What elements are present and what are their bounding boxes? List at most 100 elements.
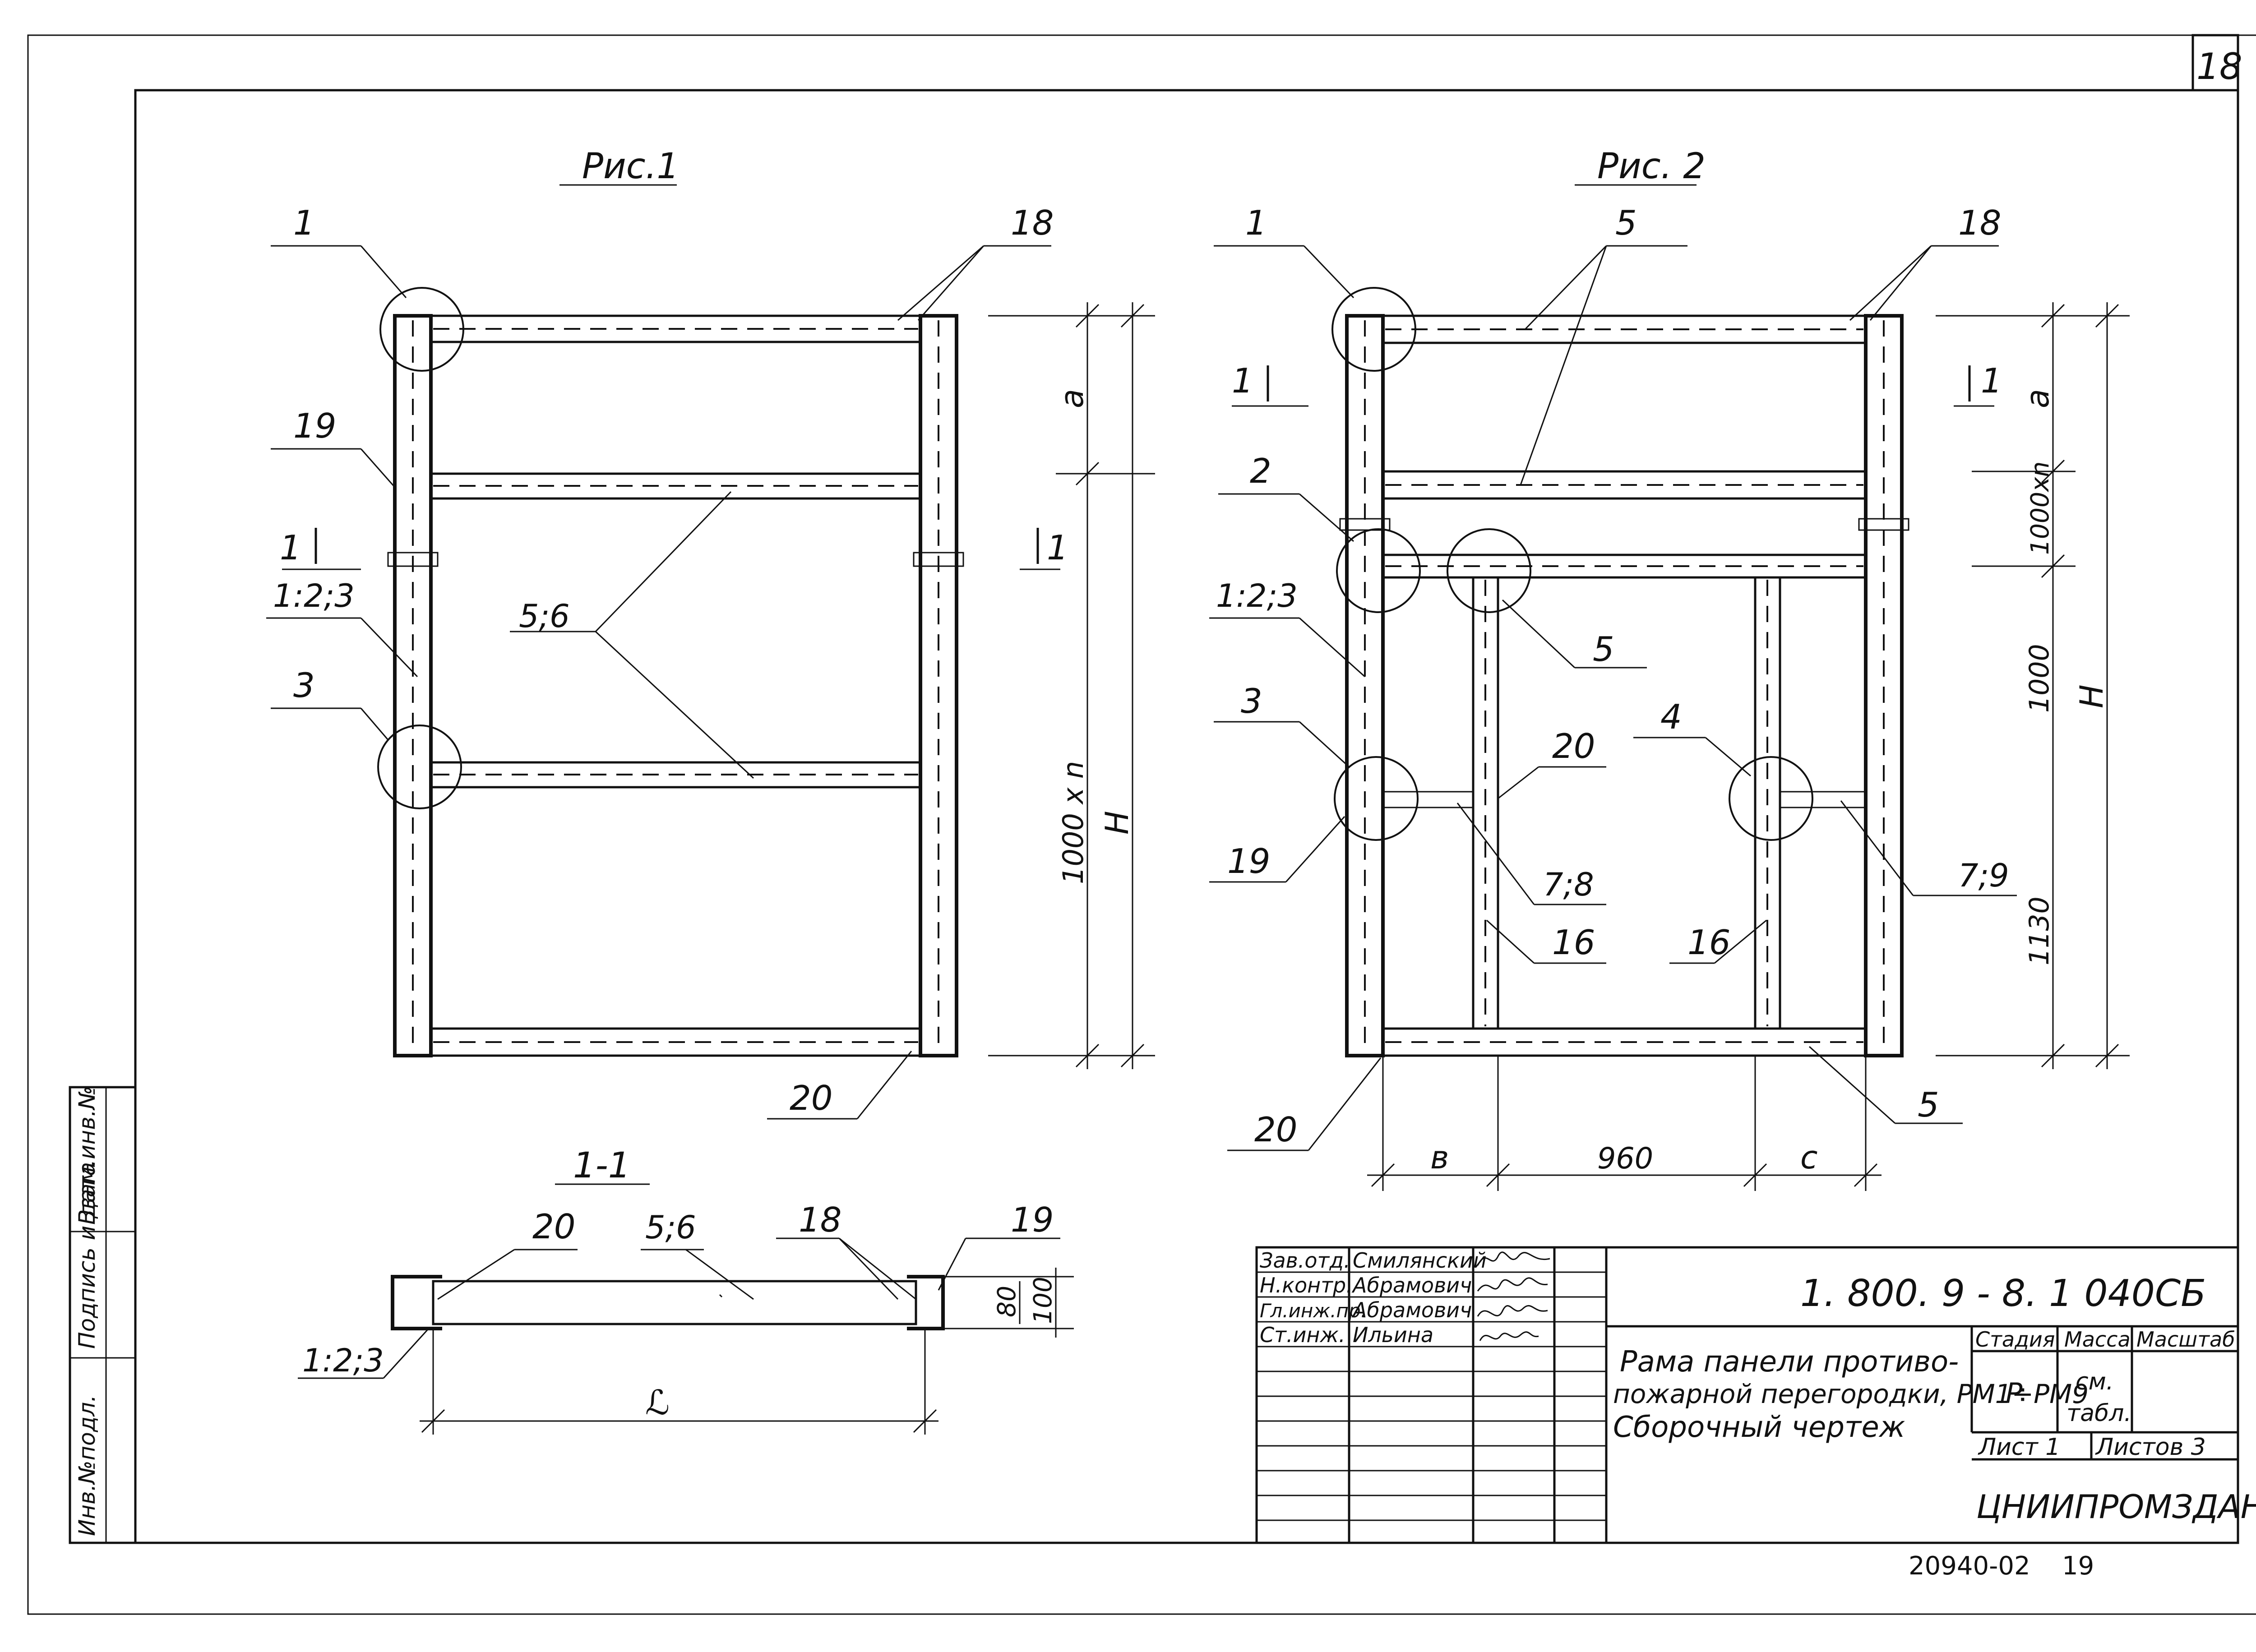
fig2-callout-5-bottom: 5 [1918, 1085, 1939, 1125]
stage-value: Р [2006, 1377, 2023, 1410]
fig1-callout-3: 3 [293, 665, 315, 705]
fig2-dim-a: a [2019, 389, 2056, 408]
section-dim-100: 100 [1028, 1277, 1057, 1324]
mass-line-1: см. [2076, 1368, 2113, 1395]
fig1-callout-20: 20 [790, 1078, 832, 1118]
fig1-title: Рис.1 [582, 146, 679, 187]
signer-role-3: Гл.инж.пр. [1260, 1300, 1367, 1322]
section-left-channel [391, 1275, 442, 1330]
fig2-node-2 [1336, 528, 1421, 613]
fig1-left-post [393, 314, 433, 1057]
fig2-dim-1000: 1000 [2024, 644, 2055, 713]
fig1-callout-18: 18 [1011, 203, 1054, 243]
signer-name-4: Ильина [1353, 1323, 1433, 1347]
fig1-node-1 [379, 287, 464, 372]
fig1-crossbar-3 [430, 761, 922, 789]
fig2-callout-16-right: 16 [1687, 923, 1730, 962]
fig2-callout-5-top: 5 [1615, 203, 1637, 243]
fig1-dim-H: H [1099, 811, 1136, 835]
fig2-crossbar-2 [1382, 470, 1867, 500]
outer-border [27, 34, 2256, 1615]
fig2-callout-16-left: 16 [1552, 923, 1595, 962]
fig2-dim-1130: 1130 [2024, 896, 2055, 965]
bottom-number: 19 [2062, 1551, 2094, 1581]
section-callout-20: 20 [532, 1207, 575, 1246]
fig2-callout-3: 3 [1241, 681, 1262, 721]
side-stamp-replace: Взам.инв.№ [74, 1086, 100, 1225]
signer-name-2: Абрамович [1351, 1273, 1472, 1297]
side-stamp-inv: Инв.№подл. [74, 1395, 100, 1536]
col-header-scale: Масштаб [2136, 1327, 2235, 1352]
fig2-left-post [1345, 314, 1385, 1057]
section-callout-123: 1:2;3 [302, 1342, 384, 1379]
section-callout-56: 5;6 [645, 1209, 696, 1246]
fig1-crossbar-bottom [430, 1027, 922, 1057]
signature-2 [1477, 1277, 1548, 1292]
fig2-callout-78: 7;8 [1543, 866, 1594, 903]
fig2-crossbar-bottom [1382, 1027, 1867, 1057]
fig2-dim-span: 1000xn [2025, 461, 2054, 555]
fig2-section-mark-right: 1 [1981, 361, 2002, 401]
fig1-right-post [919, 314, 958, 1057]
col-header-mass: Масса [2064, 1327, 2131, 1352]
fig1-crossbar-top [430, 314, 922, 343]
figure-2: Рис. 2 1 5 18 1 [1209, 146, 2130, 1191]
section-dim-width: ℒ [645, 1383, 670, 1422]
fig2-node-1 [1331, 287, 1416, 372]
section-1-1: 1-1 20 5;6 18 19 1:2;3 80 100 ℒ [298, 1145, 1074, 1435]
sheet-label: Лист 1 [1978, 1434, 2060, 1461]
side-stamp-signature: Подпись и дата [74, 1162, 100, 1349]
fig2-node-4 [1729, 756, 1813, 841]
inner-frame [134, 89, 2239, 1544]
fig2-dim-H: H [2073, 684, 2110, 708]
fig2-callout-79: 7;9 [1958, 857, 2009, 894]
section-callout-19: 19 [1011, 1200, 1054, 1240]
section-right-channel [907, 1275, 945, 1330]
page-number: 18 [2196, 46, 2242, 88]
fig2-callout-20: 20 [1254, 1110, 1297, 1149]
drawing-name-1: Рама панели противо- [1620, 1345, 1959, 1379]
fig2-callout-18: 18 [1958, 203, 2001, 243]
fig2-crossbar-door-head [1382, 554, 1867, 579]
signer-role-4: Ст.инж. [1260, 1323, 1345, 1347]
fig2-callout-2: 2 [1250, 451, 1271, 491]
title-block: Зав.отд. Смилянский Н.контр. Абрамович Г… [1255, 1246, 2256, 1544]
fig2-dim-b: в [1430, 1139, 1449, 1176]
fig2-crossbar-top [1382, 314, 1867, 344]
signer-name-3: Абрамович [1351, 1298, 1472, 1322]
fig2-callout-19: 19 [1227, 841, 1270, 881]
signature-3 [1477, 1305, 1548, 1317]
col-header-stage: Стадия [1975, 1327, 2055, 1352]
signature-4 [1479, 1331, 1539, 1341]
fig1-section-mark-right: 1 [1047, 528, 1068, 568]
signer-role-1: Зав.отд. [1260, 1248, 1350, 1273]
fig1-section-mark-left: 1 [280, 528, 301, 568]
fig1-callout-19: 19 [293, 406, 336, 446]
side-stamp: Инв.№подл. Подпись и дата Взам.инв.№ [69, 1086, 137, 1544]
fig2-dim-960: 960 [1597, 1142, 1653, 1176]
fig1-crossbar-2 [430, 472, 922, 500]
bottom-code: 20940-02 [1909, 1551, 2030, 1581]
fig2-title: Рис. 2 [1597, 146, 1706, 187]
fig2-dim-c: с [1800, 1139, 1818, 1176]
fig2-callout-4: 4 [1660, 697, 1682, 737]
fig1-dim-span: 1000 x n [1057, 761, 1090, 884]
fig2-short-bar-right [1779, 791, 1867, 808]
signer-name-1: Смилянский [1353, 1248, 1487, 1273]
organization: ЦНИИПРОМЗДАНИЙ [1976, 1488, 2256, 1526]
fig2-node-3 [1334, 756, 1419, 841]
designation: 1. 800. 9 - 8. 1 040СБ [1800, 1272, 2206, 1315]
fig2-short-bar-left [1382, 791, 1474, 808]
fig2-callout-123: 1:2;3 [1216, 577, 1298, 614]
fig2-node-5 [1447, 528, 1531, 613]
fig1-callout-56: 5;6 [519, 598, 570, 635]
sheets-label: Листов 3 [2095, 1434, 2206, 1461]
fig2-callout-5-door: 5 [1593, 629, 1614, 669]
section-title: 1-1 [573, 1145, 630, 1186]
fig1-callout-1: 1 [293, 203, 315, 243]
fig2-section-mark-left: 1 [1232, 361, 1253, 401]
fig1-node-3 [377, 724, 462, 809]
section-bar [432, 1280, 917, 1325]
fig1-callout-123: 1:2;3 [273, 577, 355, 614]
